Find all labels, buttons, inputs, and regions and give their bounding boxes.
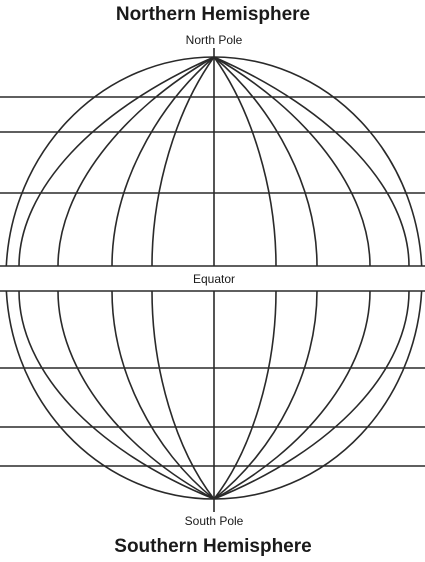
meridian bbox=[19, 291, 214, 499]
equator-label: Equator bbox=[190, 272, 238, 286]
meridians-south bbox=[19, 291, 409, 512]
meridian bbox=[214, 291, 276, 499]
northern-hemisphere-title: Northern Hemisphere bbox=[116, 4, 310, 26]
meridian bbox=[112, 291, 214, 499]
parallels-north bbox=[0, 97, 425, 193]
meridian bbox=[214, 57, 317, 266]
southern-hemisphere-title: Southern Hemisphere bbox=[114, 536, 311, 558]
meridian bbox=[214, 57, 370, 266]
meridian bbox=[214, 291, 409, 499]
meridian bbox=[152, 291, 214, 499]
south-pole-label: South Pole bbox=[185, 514, 244, 528]
meridian bbox=[58, 291, 214, 499]
meridian bbox=[214, 57, 409, 266]
meridians-north bbox=[19, 48, 409, 266]
meridian bbox=[214, 291, 370, 499]
meridian bbox=[112, 57, 214, 266]
meridian bbox=[19, 57, 214, 266]
parallels-south bbox=[0, 368, 425, 466]
meridian bbox=[214, 291, 317, 499]
north-pole-label: North Pole bbox=[186, 33, 243, 47]
